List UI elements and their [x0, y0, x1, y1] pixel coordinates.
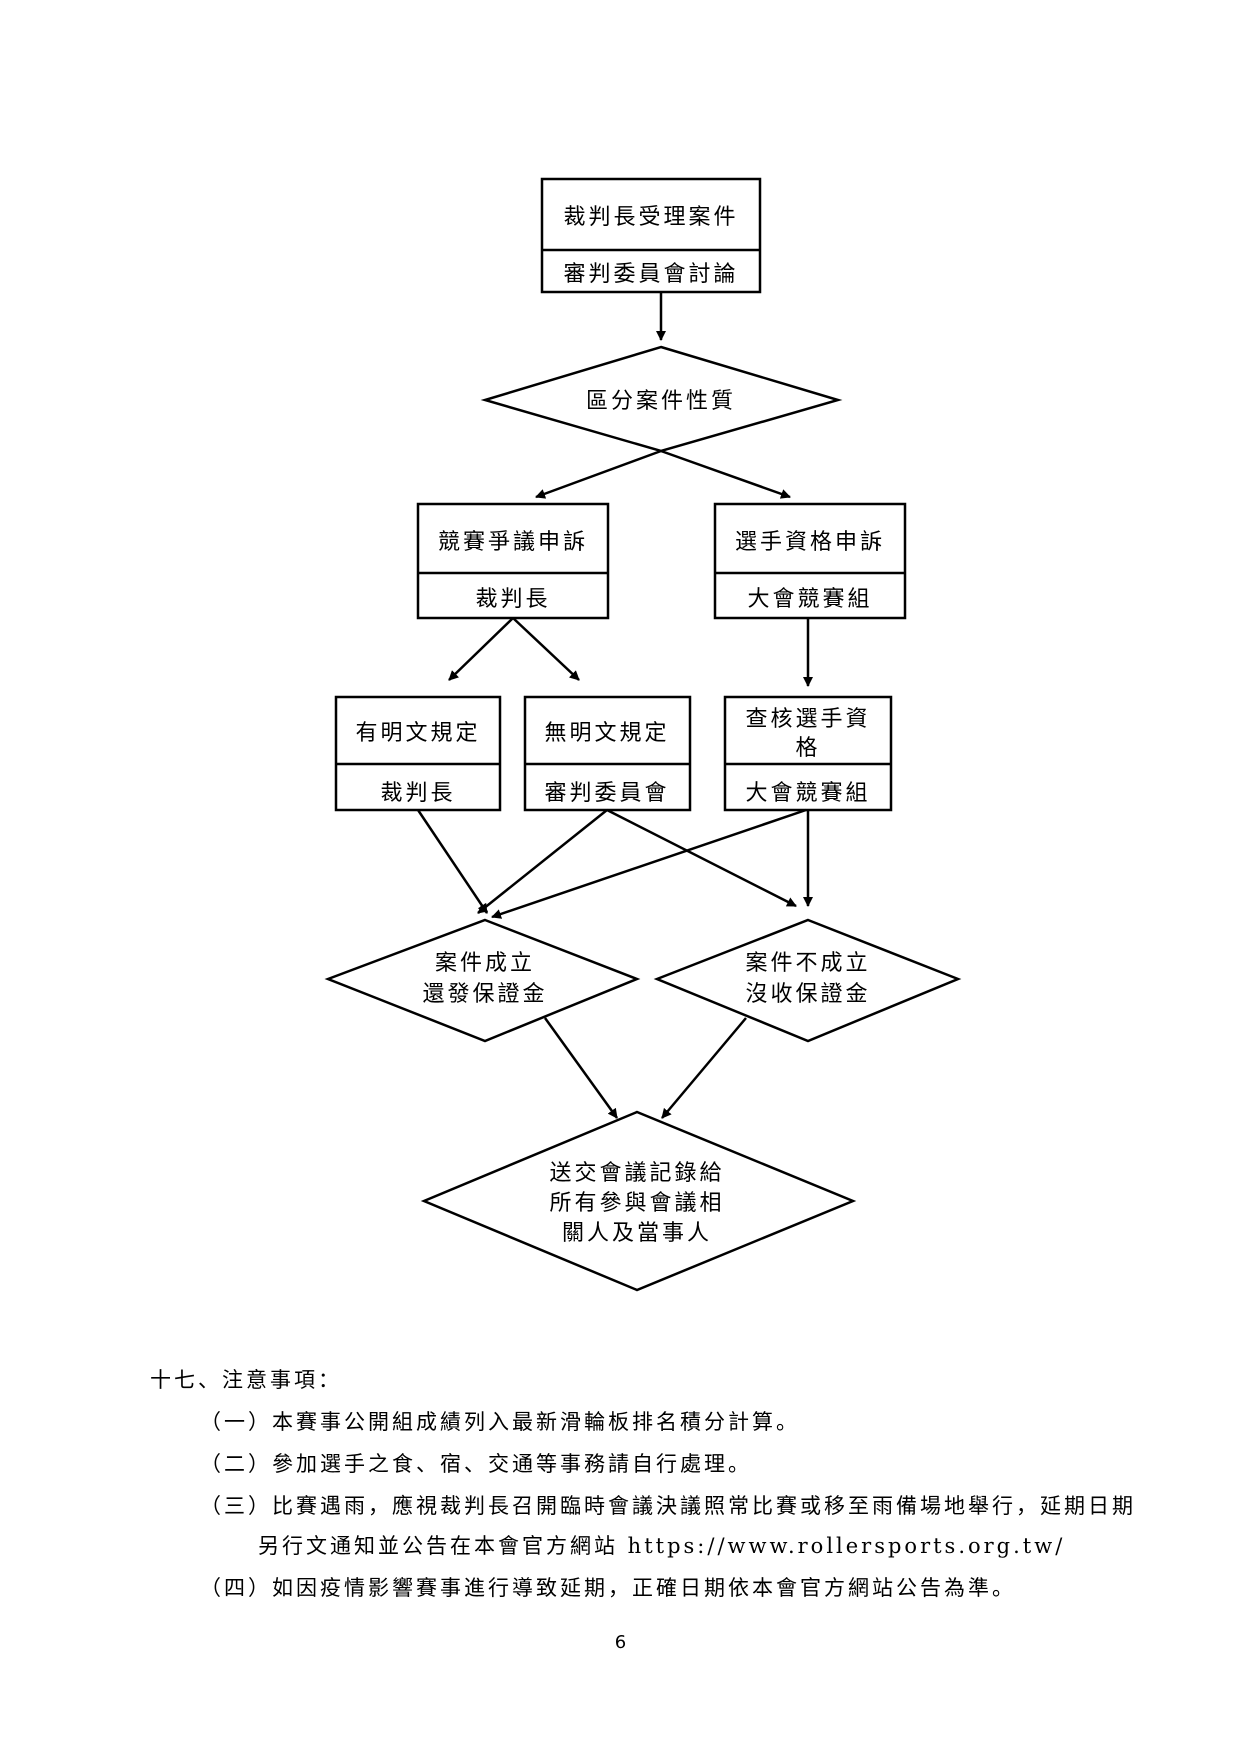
competition-dispute-box: 競賽爭議申訴 裁判長: [416, 502, 610, 620]
classify-label: 區分案件性質: [586, 389, 736, 414]
receive-case-label: 裁判長受理案件: [563, 205, 738, 230]
competition-dispute-handler-label: 裁判長: [475, 587, 550, 612]
case-upheld-diamond: 案件成立 還發保證金: [324, 918, 641, 1043]
send-minutes-label-line1: 送交會議記錄給: [549, 1161, 724, 1186]
arrow-to-athlete-qualification: [660, 449, 791, 499]
explicit-rule-label: 有明文規定: [355, 721, 480, 746]
verify-handler-label: 大會競賽組: [745, 781, 870, 806]
case-flowchart: 裁判長受理案件 審判委員會討論 區分案件性質 競賽爭議申訴 裁判長 選手資格申訴…: [324, 177, 962, 1292]
arrow-to-competition-dispute: [535, 449, 662, 499]
verify-qualification-label-line2: 格: [795, 736, 820, 761]
send-minutes-label-line3: 關人及當事人: [562, 1221, 712, 1246]
athlete-qualification-box: 選手資格申訴 大會競賽組: [713, 502, 907, 620]
committee-discuss-label: 審判委員會討論: [563, 262, 738, 287]
explicit-rule-box: 有明文規定 裁判長: [334, 695, 502, 812]
note-item: （四）如因疫情影響賽事進行導致延期，正確日期依本會官方網站公告為準。: [200, 1576, 1016, 1600]
arrow-upheld-to-minutes: [543, 1017, 619, 1119]
no-explicit-rule-handler-label: 審判委員會: [544, 781, 669, 806]
case-rejected-diamond: 案件不成立 沒收保證金: [653, 918, 962, 1043]
no-explicit-rule-box: 無明文規定 審判委員會: [523, 695, 692, 812]
arrow-committee-to-rejected: [606, 808, 797, 908]
arrow-verify-to-upheld: [491, 808, 807, 919]
arrow-to-explicit-rule: [448, 617, 514, 681]
case-rejected-label-line2: 沒收保證金: [745, 982, 870, 1007]
athlete-qualification-label: 選手資格申訴: [735, 530, 885, 555]
notes-section: 十七、注意事項： （一）本賽事公開組成績列入最新滑輪板排名積分計算。 （二）參加…: [150, 1360, 1150, 1608]
case-rejected-label-line1: 案件不成立: [745, 951, 870, 976]
no-explicit-rule-label: 無明文規定: [544, 721, 669, 746]
notes-heading: 十七、注意事項：: [150, 1368, 342, 1392]
send-minutes-diamond: 送交會議記錄給 所有參與會議相 關人及當事人: [420, 1110, 857, 1292]
note-item: （三）比賽遇雨，應視裁判長召開臨時會議決議照常比賽或移至雨備場地舉行，延期日期另…: [200, 1494, 1136, 1558]
send-minutes-label-line2: 所有參與會議相: [549, 1191, 724, 1216]
note-item: （一）本賽事公開組成績列入最新滑輪板排名積分計算。: [200, 1410, 800, 1434]
page-number: 6: [614, 1632, 627, 1653]
competition-dispute-label: 競賽爭議申訴: [438, 530, 588, 555]
arrow-explicit-to-upheld: [416, 809, 489, 914]
verify-qualification-label-line1: 查核選手資: [745, 707, 870, 732]
case-upheld-label-line2: 還發保證金: [422, 982, 547, 1007]
explicit-rule-handler-label: 裁判長: [380, 781, 455, 806]
athlete-qualification-handler-label: 大會競賽組: [747, 587, 872, 612]
arrow-to-no-explicit-rule: [512, 617, 580, 681]
arrow-committee-to-upheld: [477, 809, 608, 914]
receive-case-box: 裁判長受理案件 審判委員會討論: [540, 177, 762, 294]
arrow-rejected-to-minutes: [661, 1017, 747, 1119]
classify-diamond: 區分案件性質: [480, 345, 843, 453]
note-item: （二）參加選手之食、宿、交通等事務請自行處理。: [200, 1452, 752, 1476]
verify-qualification-box: 查核選手資 格 大會競賽組: [723, 695, 893, 812]
case-upheld-label-line1: 案件成立: [435, 951, 535, 976]
